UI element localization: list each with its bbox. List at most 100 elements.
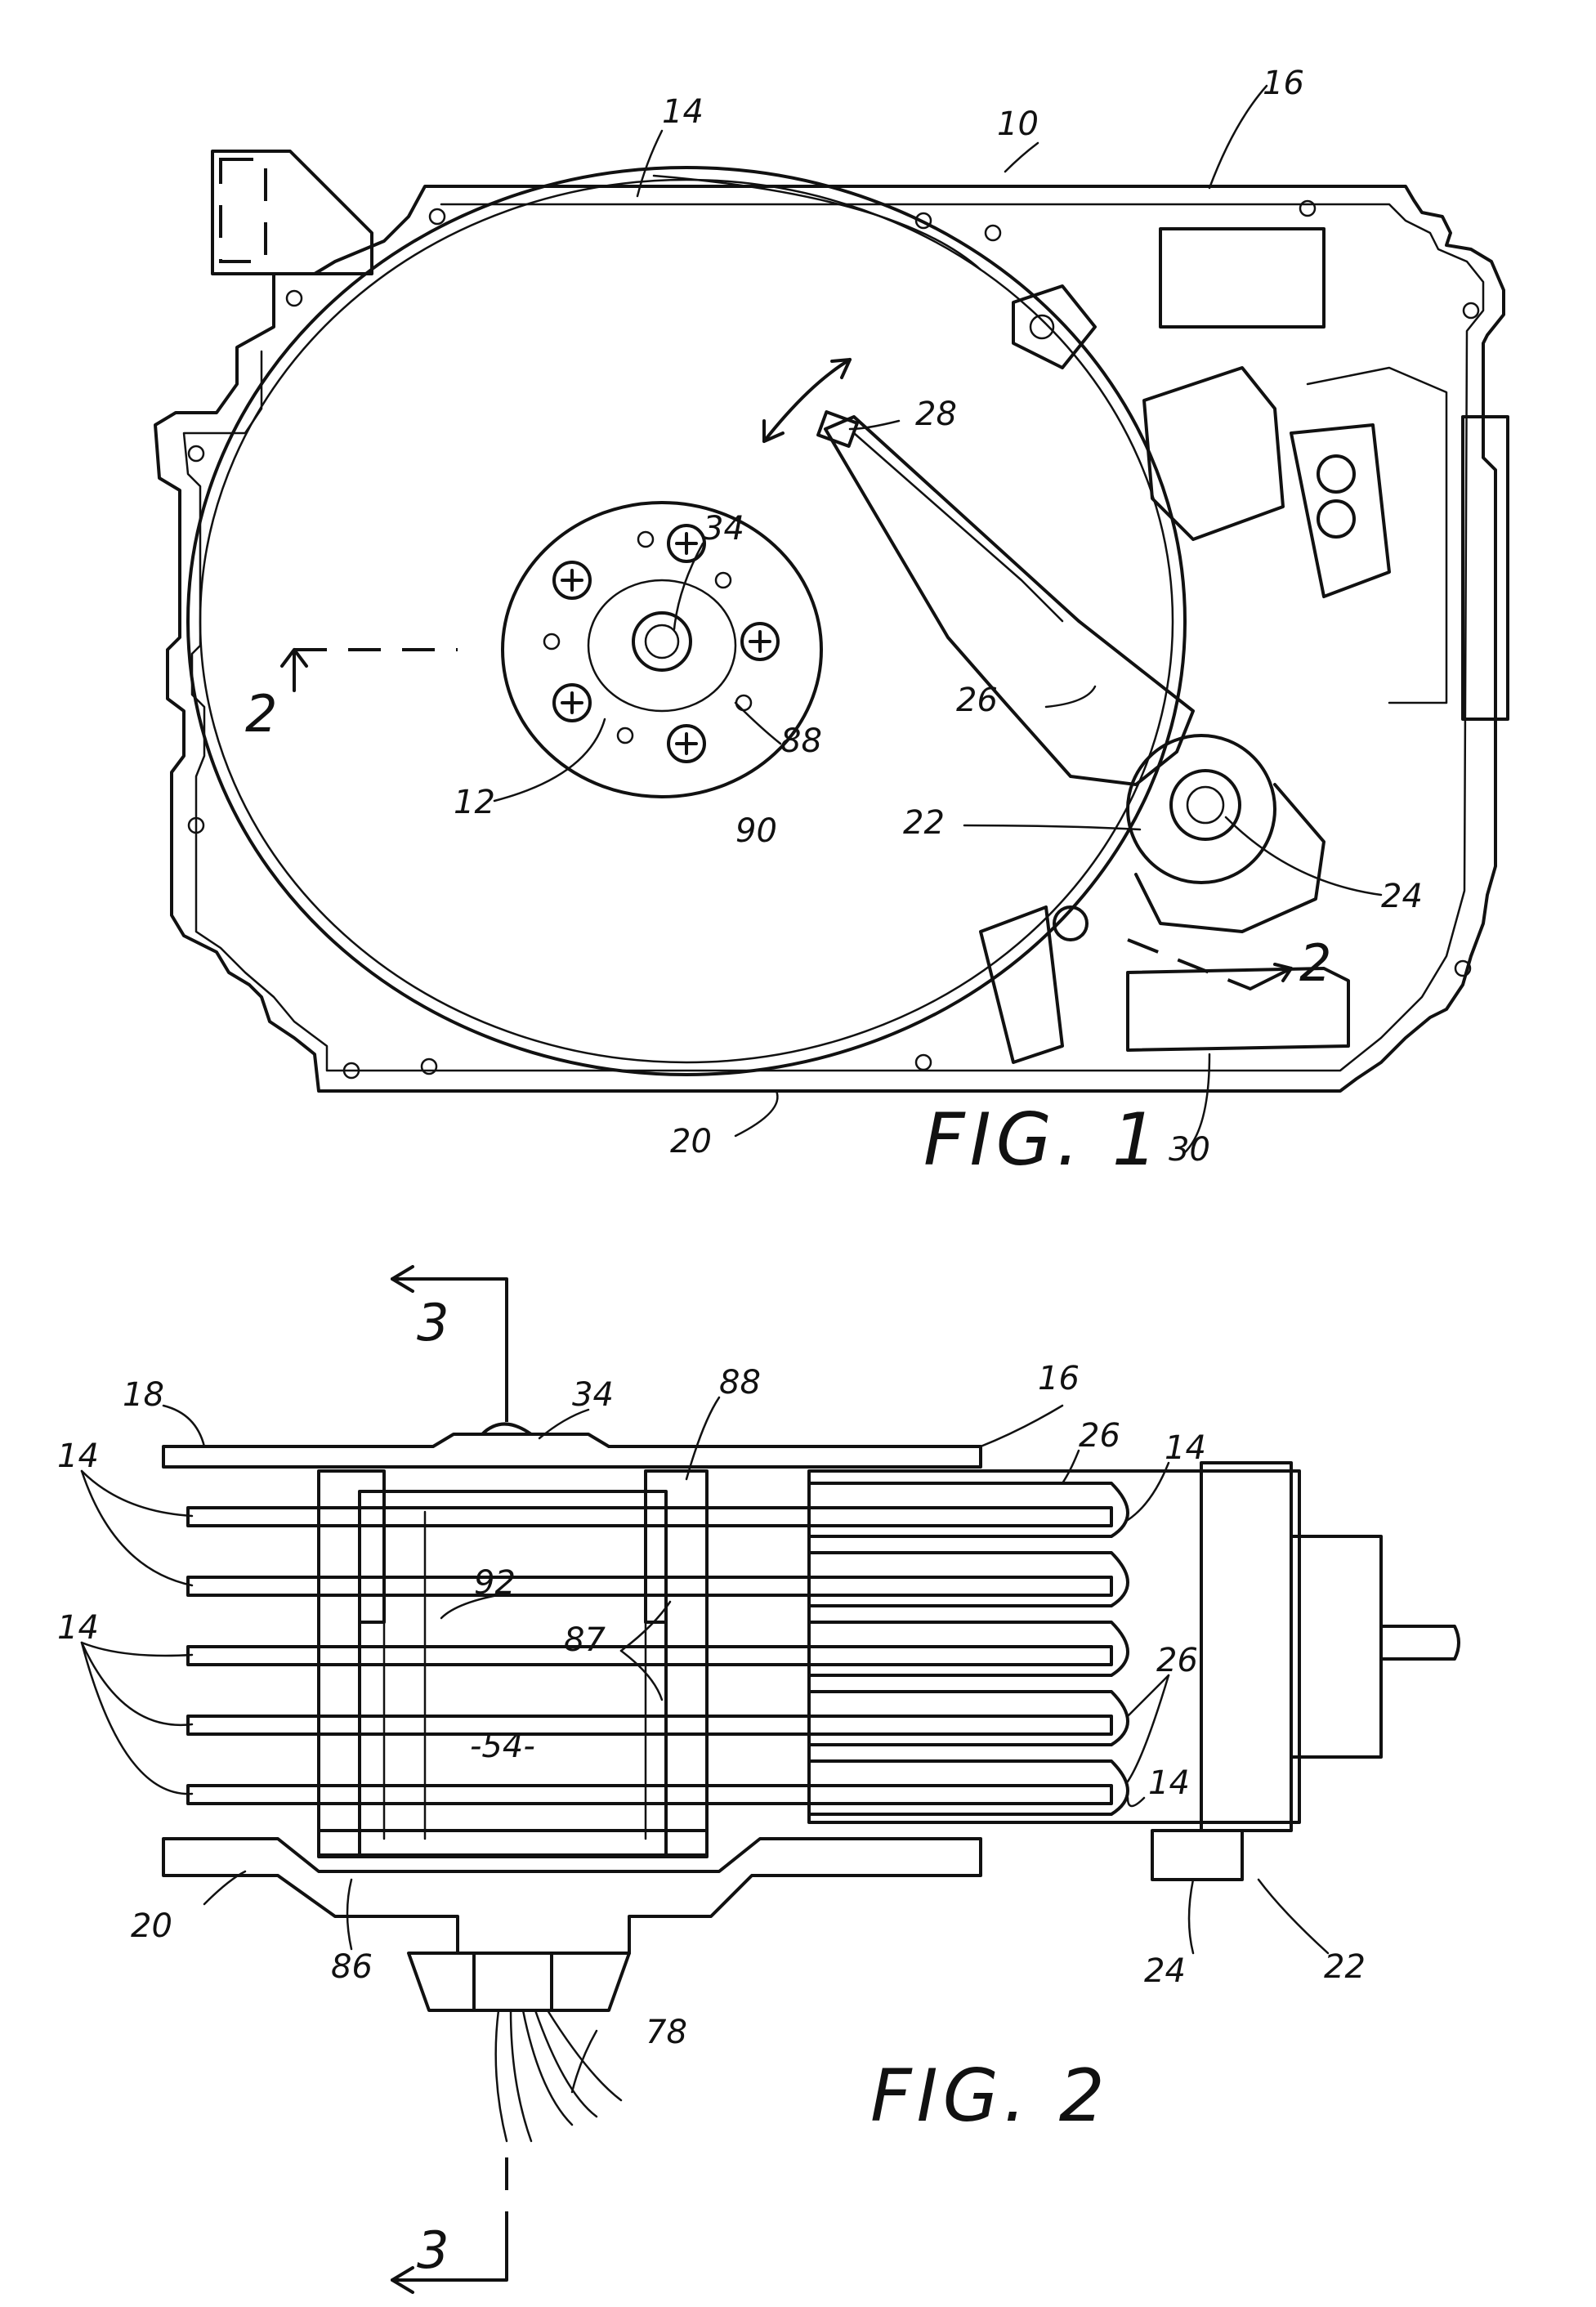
label-section-2-right: 2 xyxy=(1299,933,1331,993)
rotation-arrow xyxy=(762,358,852,443)
label-54: -54- xyxy=(470,1728,535,1765)
actuator-shaft xyxy=(1379,1625,1460,1661)
mount-holes xyxy=(187,199,1480,1080)
actuator-arm xyxy=(824,415,1195,786)
label-26-right: 26 xyxy=(1156,1642,1198,1679)
filter-element xyxy=(1126,967,1350,1052)
top-cover-18 xyxy=(162,1433,982,1469)
hub-body xyxy=(358,1490,668,1857)
label-18: 18 xyxy=(123,1376,164,1414)
crash-stop-screw xyxy=(1053,905,1089,941)
pivot-bearing-inner xyxy=(1169,769,1241,841)
label-16: 16 xyxy=(1263,65,1304,102)
label-24: 24 xyxy=(1381,878,1423,915)
disk-platter-5 xyxy=(186,1784,1113,1805)
magnet-screw-1 xyxy=(1317,454,1356,494)
actuator-motor xyxy=(1290,1535,1383,1759)
disk-edge xyxy=(199,178,1174,1064)
housing-inner-rim xyxy=(182,203,1485,1072)
magnet-screw-2 xyxy=(1317,499,1356,539)
base-plate-20 xyxy=(162,1837,982,1955)
spindle-boss xyxy=(407,1952,631,2012)
section-arrow-3-top xyxy=(391,1265,414,1293)
label-88: 88 xyxy=(780,722,822,760)
disk-platter-3 xyxy=(186,1645,1113,1666)
label-section-2-left: 2 xyxy=(245,684,277,744)
disk-top-edge-shading xyxy=(652,174,982,271)
hub-ring xyxy=(587,579,737,713)
connector-strip xyxy=(1461,415,1509,721)
pivot-bearing-outer xyxy=(1126,734,1276,884)
label-14-left-top: 14 xyxy=(57,1437,99,1475)
wires-78 xyxy=(494,2009,623,2143)
label-24: 24 xyxy=(1144,1952,1186,1990)
section-line-3-top xyxy=(391,1277,508,1391)
top-right-cover-tab xyxy=(1159,227,1326,329)
disk-platter-2 xyxy=(186,1576,1113,1597)
label-22: 22 xyxy=(903,804,945,842)
label-10: 10 xyxy=(997,105,1039,143)
latch-block xyxy=(1012,284,1097,369)
label-26-top: 26 xyxy=(1079,1417,1120,1455)
actuator-coil-sector xyxy=(1134,783,1326,933)
actuator-magnet-plate xyxy=(1200,1461,1293,1832)
label-86: 86 xyxy=(331,1948,373,1986)
label-20: 20 xyxy=(670,1123,712,1160)
pivot-shaft xyxy=(1186,785,1225,825)
hub-screws xyxy=(552,524,780,763)
section-arrow-2-left xyxy=(280,648,308,692)
bracket-hidden-outline xyxy=(219,158,267,263)
label-88: 88 xyxy=(719,1364,761,1402)
label-14-right-bottom: 14 xyxy=(1148,1764,1190,1802)
label-78: 78 xyxy=(646,2014,687,2051)
hub-clamp xyxy=(501,501,823,798)
hub-small-holes xyxy=(543,530,753,744)
crash-stop xyxy=(979,905,1064,1064)
label-14-right-top: 14 xyxy=(1165,1429,1206,1467)
label-26: 26 xyxy=(956,682,998,719)
label-28: 28 xyxy=(915,396,957,433)
figure-1: 10 14 16 28 34 2 26 88 12 90 22 24 2 20 … xyxy=(154,65,1509,1182)
fig2-caption: FIG. 2 xyxy=(870,2054,1110,2138)
arm-flexure-line xyxy=(852,431,1064,623)
latch-block-hole xyxy=(1029,314,1055,340)
label-20: 20 xyxy=(131,1907,172,1945)
label-87: 87 xyxy=(564,1621,606,1659)
label-34: 34 xyxy=(703,510,744,548)
spindle-thread xyxy=(472,1952,553,2012)
spindle-bore xyxy=(644,624,680,659)
spindle-screw-34 xyxy=(481,1422,533,1436)
label-34: 34 xyxy=(572,1376,614,1414)
label-16: 16 xyxy=(1038,1360,1080,1397)
label-92: 92 xyxy=(474,1564,516,1602)
label-14: 14 xyxy=(662,93,704,131)
fig2-leader-lines xyxy=(80,1396,1330,2094)
label-section-3-bottom: 3 xyxy=(417,2220,449,2280)
actuator-block-outline xyxy=(807,1469,1301,1824)
pivot-bearing-24 xyxy=(1151,1829,1244,1881)
section-line-2-right xyxy=(1127,938,1251,990)
spindle-shaft xyxy=(632,611,692,672)
motor-stator-lines xyxy=(382,1510,647,1840)
top-left-bracket xyxy=(211,150,373,275)
fig1-leader-lines xyxy=(493,84,1383,1154)
figure-2: 3 18 34 88 16 26 14 14 92 14 87 26 -54- … xyxy=(57,1265,1460,2294)
housing-base-plate xyxy=(154,185,1505,1093)
section-line-3-bottom xyxy=(391,2213,508,2282)
voice-coil-motor-block xyxy=(1290,423,1391,598)
disk-platter-1 xyxy=(186,1506,1113,1527)
label-12: 12 xyxy=(454,784,495,821)
label-section-3-top: 3 xyxy=(417,1293,449,1352)
label-30: 30 xyxy=(1169,1131,1210,1169)
fig1-caption: FIG. 1 xyxy=(923,1098,1163,1182)
section-arrow-3-bottom xyxy=(391,2266,414,2294)
hub-bottom-flange xyxy=(317,1829,709,1858)
actuator-arm-stack xyxy=(807,1482,1129,1816)
label-22: 22 xyxy=(1324,1948,1366,1986)
flex-cable xyxy=(1306,366,1448,704)
read-write-head xyxy=(816,410,859,448)
label-14-left-lower: 14 xyxy=(57,1609,99,1647)
disk xyxy=(186,166,1187,1076)
label-90: 90 xyxy=(735,812,777,850)
